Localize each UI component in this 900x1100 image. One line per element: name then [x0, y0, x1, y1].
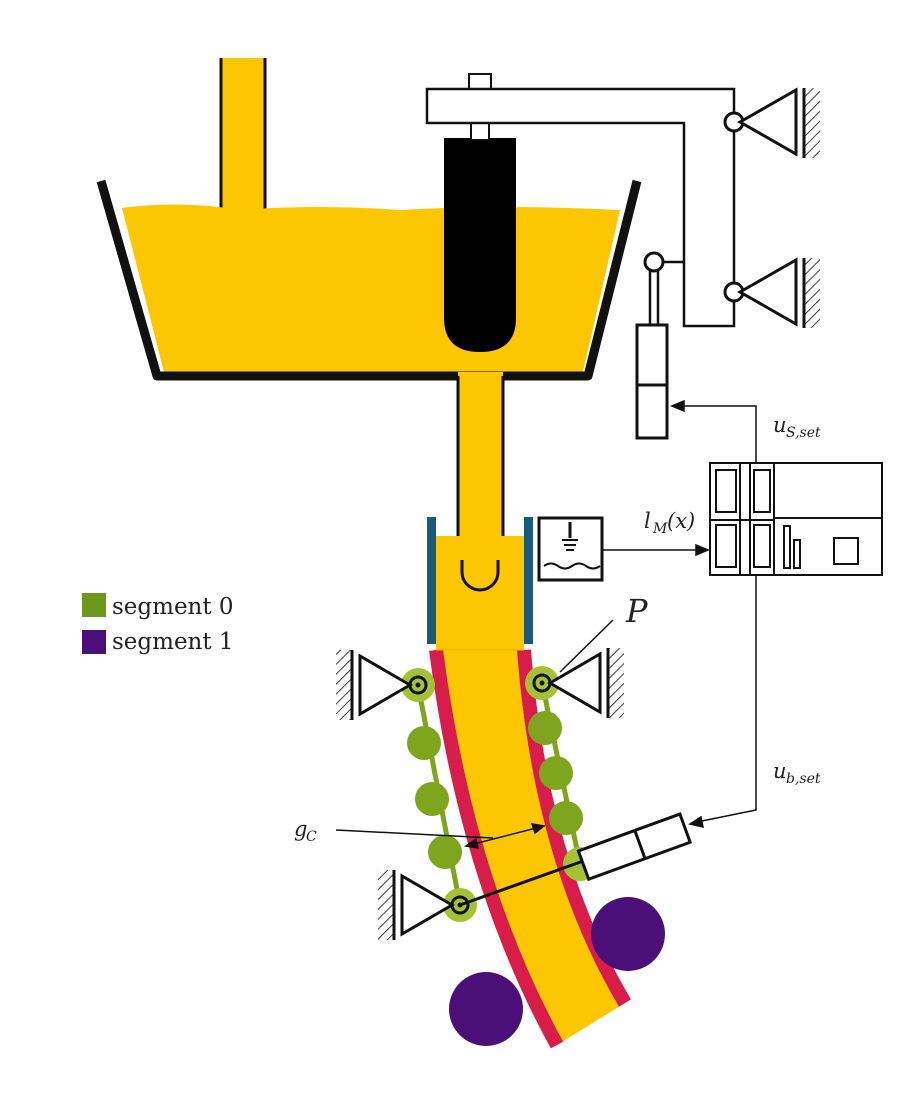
segment-0-rollers: [401, 666, 597, 922]
segment-supports: [336, 648, 624, 940]
legend-swatch-segment-0: [82, 593, 106, 617]
ub-set-sub: b,set: [786, 771, 821, 787]
gc-main: g: [294, 817, 307, 841]
segment-1-rollers: [449, 897, 665, 1046]
label-ub-set: u b,set: [773, 759, 821, 787]
legend: segment 0 segment 1: [82, 593, 234, 655]
ub-set-main: u: [773, 759, 787, 783]
submerged-entry-nozzle: [458, 372, 503, 562]
roller: [591, 897, 665, 971]
us-set-main: u: [773, 413, 787, 437]
us-set-sub: S,set: [786, 425, 821, 441]
lm-arg: (x): [667, 509, 695, 533]
stopper-lever: [425, 87, 820, 440]
strand-shell-right: [517, 649, 632, 1007]
signal-lines: [335, 399, 757, 849]
legend-label-segment-0: segment 0: [112, 594, 234, 620]
controller: [709, 462, 883, 576]
lm-main: l: [644, 509, 651, 533]
label-us-set: u S,set: [773, 413, 821, 441]
segment-actuator: [459, 812, 693, 907]
legend-swatch-segment-1: [82, 630, 106, 654]
legend-label-segment-1: segment 1: [112, 629, 234, 655]
roller: [449, 972, 523, 1046]
lm-sub: M: [652, 521, 668, 537]
mold-level-sensor: [537, 516, 604, 582]
label-gc: g C: [294, 817, 317, 845]
gc-sub: C: [306, 829, 317, 845]
tundish: [96, 179, 642, 562]
mold: [427, 517, 533, 644]
label-lm-x: l M (x): [644, 509, 695, 537]
strand: [429, 536, 632, 1049]
strand-shell-left: [429, 649, 564, 1049]
label-p: P: [625, 592, 648, 630]
